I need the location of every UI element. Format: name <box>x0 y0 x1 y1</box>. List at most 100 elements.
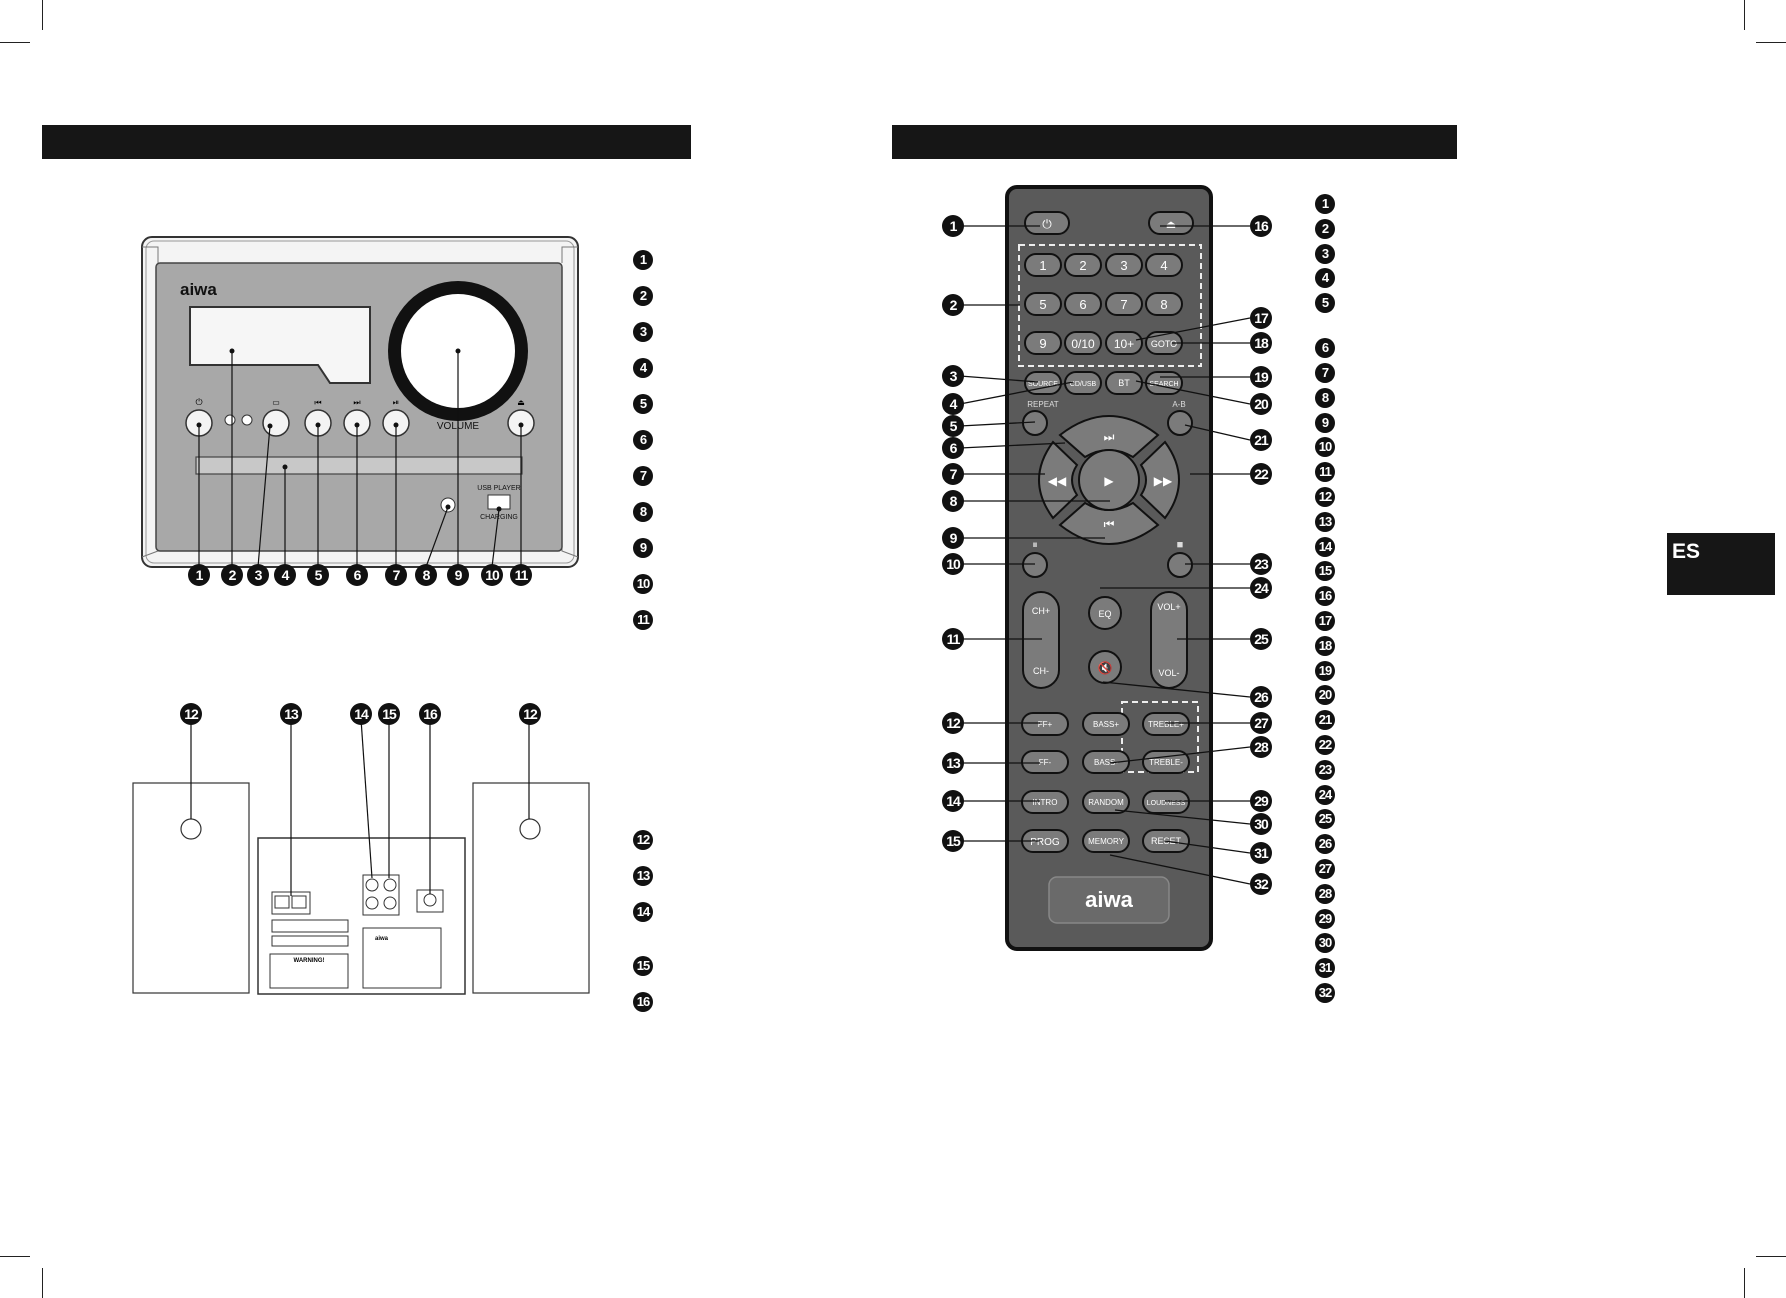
remote-key-goto[interactable]: GOTO <box>1151 339 1177 349</box>
crop-mark <box>42 1268 43 1298</box>
remote-key-vol-plus[interactable]: VOL+ <box>1157 602 1180 612</box>
unit-callout-8: 8 <box>415 564 437 586</box>
remote-legend-22: 22 <box>1315 735 1335 755</box>
speaker-callout-16: 16 <box>419 703 441 725</box>
remote-legend-27: 27 <box>1315 859 1335 879</box>
svg-text:⏯: ⏯ <box>393 398 399 407</box>
unit-callout-9: 9 <box>447 564 469 586</box>
remote-key-6[interactable]: 6 <box>1079 297 1086 312</box>
remote-key-3[interactable]: 3 <box>1120 258 1127 273</box>
section-header-bar-right <box>892 125 1457 159</box>
speaker-callout-15: 15 <box>378 703 400 725</box>
remote-control-diagram: ⏻ ⏏ 1 2 3 4 5 6 7 8 9 0/10 10+ GOTO SOUR… <box>1005 185 1213 951</box>
remote-key-intro[interactable]: INTRO <box>1033 798 1058 807</box>
remote-key-ch-plus[interactable]: CH+ <box>1032 606 1050 616</box>
remote-key-5[interactable]: 5 <box>1039 297 1046 312</box>
unit-legend-3: 3 <box>633 322 653 342</box>
unit-legend-10: 10 <box>633 574 653 594</box>
svg-text:⏏: ⏏ <box>517 398 525 407</box>
remote-key-bass-plus[interactable]: BASS+ <box>1093 720 1119 729</box>
remote-callout-11: 11 <box>942 628 964 650</box>
remote-key-treble-plus[interactable]: TREBLE+ <box>1148 720 1184 729</box>
unit-callout-3: 3 <box>247 564 269 586</box>
remote-callout-30: 30 <box>1250 813 1272 835</box>
remote-key-bt[interactable]: BT <box>1118 378 1130 388</box>
remote-legend-6: 6 <box>1315 338 1335 358</box>
remote-key-8[interactable]: 8 <box>1160 297 1167 312</box>
speaker-callout-13: 13 <box>280 703 302 725</box>
svg-text:⏭: ⏭ <box>353 398 360 407</box>
remote-key-4[interactable]: 4 <box>1160 258 1167 273</box>
speaker-legend-15: 15 <box>633 956 653 976</box>
remote-key-0-10[interactable]: 0/10 <box>1071 337 1095 351</box>
remote-legend-12: 12 <box>1315 487 1335 507</box>
unit-legend-7: 7 <box>633 466 653 486</box>
remote-legend-9: 9 <box>1315 413 1335 433</box>
remote-leader-lines <box>959 225 1251 885</box>
remote-key-loudness[interactable]: LOUDNESS <box>1147 800 1186 807</box>
svg-text:⏮: ⏮ <box>314 398 321 407</box>
remote-label-ab: A-B <box>1172 400 1185 409</box>
unit-callout-10: 10 <box>481 564 503 586</box>
remote-key-ff-plus[interactable]: FF+ <box>1038 720 1053 729</box>
remote-key-10plus[interactable]: 10+ <box>1114 337 1134 351</box>
remote-key-source[interactable]: SOURCE <box>1028 381 1058 388</box>
remote-brand-logo: aiwa <box>1085 887 1133 912</box>
unit-legend-2: 2 <box>633 286 653 306</box>
remote-callout-29: 29 <box>1250 790 1272 812</box>
remote-key-bass-minus[interactable]: BASS- <box>1094 758 1118 767</box>
speaker-legend-12: 12 <box>633 830 653 850</box>
crop-mark <box>1744 1268 1745 1298</box>
remote-key-memory[interactable]: MEMORY <box>1088 837 1125 846</box>
svg-text:▶: ▶ <box>1104 474 1114 488</box>
unit-callout-7: 7 <box>385 564 407 586</box>
remote-callout-19: 19 <box>1250 366 1272 388</box>
remote-legend-3: 3 <box>1315 244 1335 264</box>
remote-callout-14: 14 <box>942 790 964 812</box>
remote-legend-8: 8 <box>1315 388 1335 408</box>
remote-legend-1: 1 <box>1315 194 1335 214</box>
remote-callout-32: 32 <box>1250 873 1272 895</box>
remote-key-7[interactable]: 7 <box>1120 297 1127 312</box>
unit-callout-1: 1 <box>188 564 210 586</box>
remote-key-cdusb[interactable]: CD/USB <box>1070 381 1097 388</box>
remote-key-vol-minus[interactable]: VOL- <box>1158 668 1179 678</box>
svg-text:◀◀: ◀◀ <box>1048 474 1067 488</box>
svg-text:⏏: ⏏ <box>1166 219 1176 231</box>
remote-key-eq[interactable]: EQ <box>1098 609 1111 619</box>
remote-key-1[interactable]: 1 <box>1039 258 1046 273</box>
unit-callout-4: 4 <box>274 564 296 586</box>
remote-callout-25: 25 <box>1250 628 1272 650</box>
charging-label: CHARGING <box>480 514 518 521</box>
remote-key-treble-minus[interactable]: TREBLE- <box>1149 758 1183 767</box>
remote-legend-32: 32 <box>1315 983 1335 1003</box>
svg-text:⏸: ⏸ <box>1032 539 1038 551</box>
remote-callout-13: 13 <box>942 752 964 774</box>
unit-legend-9: 9 <box>633 538 653 558</box>
unit-legend-11: 11 <box>633 610 653 630</box>
remote-key-9[interactable]: 9 <box>1039 336 1046 351</box>
remote-key-prog[interactable]: PROG <box>1030 837 1060 848</box>
remote-key-random[interactable]: RANDOM <box>1088 798 1124 807</box>
remote-key-2[interactable]: 2 <box>1079 258 1086 273</box>
remote-legend-10: 10 <box>1315 437 1335 457</box>
remote-callout-21: 21 <box>1250 429 1272 451</box>
usb-player-label: USB PLAYER <box>477 485 520 492</box>
remote-key-search[interactable]: SEARCH <box>1149 381 1178 388</box>
remote-key-ch-minus[interactable]: CH- <box>1033 666 1049 676</box>
unit-legend-6: 6 <box>633 430 653 450</box>
crop-mark <box>1756 1256 1786 1257</box>
remote-legend-14: 14 <box>1315 537 1335 557</box>
remote-legend-15: 15 <box>1315 561 1335 581</box>
remote-key-ff-minus[interactable]: FF- <box>1039 758 1052 767</box>
remote-callout-3: 3 <box>942 365 964 387</box>
unit-callout-5: 5 <box>307 564 329 586</box>
crop-mark <box>0 42 30 43</box>
remote-callout-10: 10 <box>942 553 964 575</box>
remote-callout-31: 31 <box>1250 842 1272 864</box>
remote-legend-21: 21 <box>1315 710 1335 730</box>
remote-callout-20: 20 <box>1250 393 1272 415</box>
remote-legend-20: 20 <box>1315 685 1335 705</box>
unit-brand-logo: aiwa <box>180 280 217 299</box>
remote-legend-29: 29 <box>1315 909 1335 929</box>
